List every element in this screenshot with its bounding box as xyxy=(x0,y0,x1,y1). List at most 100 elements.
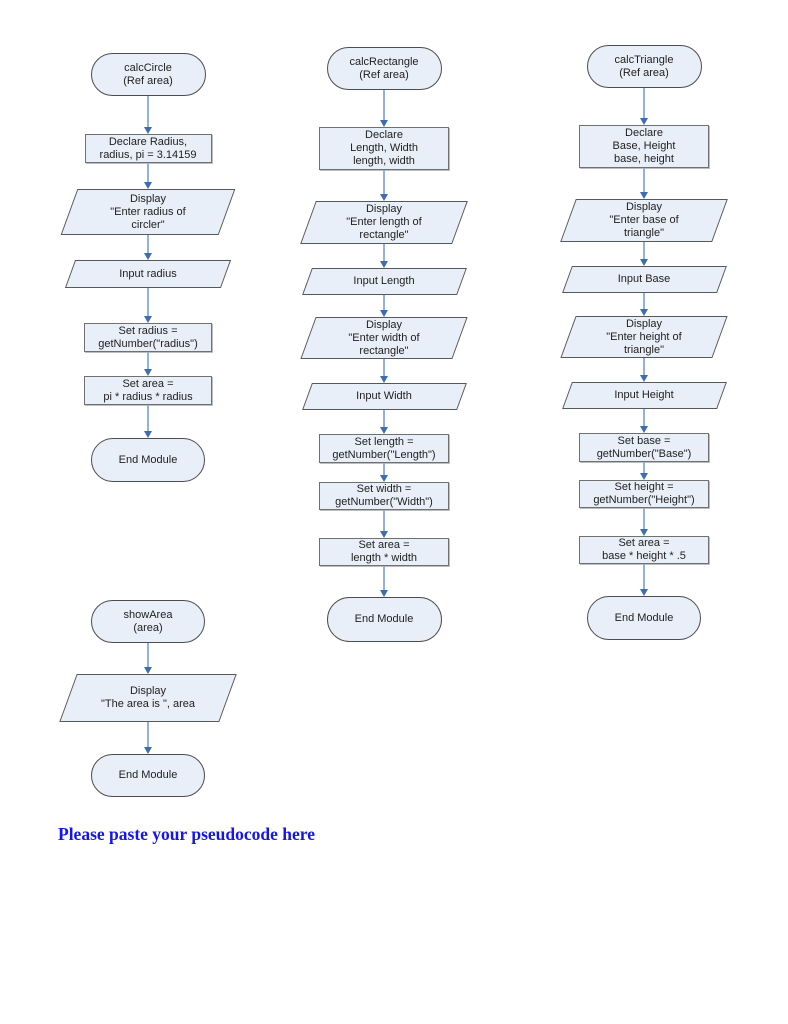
arrow-line xyxy=(147,288,149,321)
node-text-line: Display xyxy=(129,685,167,697)
arrow-head-icon xyxy=(639,118,648,125)
flow-arrow-down xyxy=(639,508,649,536)
node-text: Input Width xyxy=(287,383,482,410)
arrow-head-icon xyxy=(379,427,388,434)
arrow-line xyxy=(383,566,385,595)
node-text-line: Input radius xyxy=(119,267,177,280)
node-text-line: Display xyxy=(625,201,663,213)
arrow-head-icon xyxy=(639,426,648,433)
arrow-head-icon xyxy=(143,747,152,754)
node-text-line: Input Height xyxy=(614,389,674,401)
arrow-line xyxy=(383,410,385,432)
flow-arrow-down xyxy=(379,410,389,434)
calcTriangle-input-height-io: Input Height xyxy=(561,382,727,409)
flow-arrow-down xyxy=(379,510,389,538)
flow-arrow-down xyxy=(143,643,153,674)
node-text: Set height =getNumber("Height") xyxy=(560,481,728,507)
node-text: Set area =base * height * .5 xyxy=(560,537,728,563)
node-text-line: (Ref area) xyxy=(359,68,409,81)
node-text-line: End Module xyxy=(118,453,178,466)
node-text-line: Display xyxy=(129,192,167,205)
node-text-line: "Enter height of xyxy=(606,330,682,343)
flow-arrow-down xyxy=(143,163,153,189)
node-text: End Module xyxy=(568,597,720,639)
calcCircle-set-area-process: Set area =pi * radius * radius xyxy=(84,376,212,405)
flow-arrow-down xyxy=(639,293,649,316)
arrow-head-icon xyxy=(639,529,648,536)
flow-arrow-down xyxy=(639,462,649,480)
node-text-line: base, height xyxy=(614,153,674,165)
calcRectangle-input-width-io: Input Width xyxy=(301,383,467,410)
arrow-line xyxy=(643,88,645,123)
node-text: Set area =length * width xyxy=(300,539,468,565)
node-text-line: (Ref area) xyxy=(619,66,669,79)
node-text-line: End Module xyxy=(614,611,674,624)
arrow-head-icon xyxy=(143,369,152,376)
flow-arrow-down xyxy=(143,722,153,754)
node-text-line: calcRectangle xyxy=(349,55,419,68)
arrow-head-icon xyxy=(379,310,388,317)
node-text-line: radius, pi = 3.14159 xyxy=(99,148,197,161)
flow-arrow-down xyxy=(639,88,649,125)
node-text-line: Set width = xyxy=(356,483,412,495)
node-text-line: rectangle" xyxy=(359,229,409,241)
node-text-line: getNumber("Width") xyxy=(335,496,433,508)
arrow-head-icon xyxy=(379,194,388,201)
arrow-line xyxy=(383,463,385,480)
arrow-line xyxy=(383,295,385,315)
arrow-line xyxy=(383,359,385,381)
arrow-line xyxy=(643,409,645,431)
node-text-line: triangle" xyxy=(624,227,664,239)
flow-arrow-down xyxy=(639,409,649,433)
calcTriangle-start-terminator: calcTriangle(Ref area) xyxy=(586,45,702,88)
arrow-head-icon xyxy=(379,120,388,127)
calcTriangle-end-terminator: End Module xyxy=(587,596,701,640)
arrow-line xyxy=(147,722,149,752)
node-text-line: Declare xyxy=(625,127,663,139)
flow-arrow-down xyxy=(379,359,389,383)
calcCircle-declare-process: Declare Radius,radius, pi = 3.14159 xyxy=(84,134,212,163)
showArea-end-terminator: End Module xyxy=(91,754,205,797)
flow-arrow-down xyxy=(379,90,389,127)
calcCircle-start-terminator: calcCircle(Ref area) xyxy=(90,53,206,96)
calcRectangle-set-length-process: Set length =getNumber("Length") xyxy=(319,434,449,463)
node-text-line: showArea xyxy=(123,608,173,621)
calcCircle-set-radius-process: Set radius =getNumber("radius") xyxy=(84,323,212,352)
flow-arrow-down xyxy=(639,358,649,382)
node-text-line: base * height * .5 xyxy=(602,550,686,562)
node-text: Display"The area is ", area xyxy=(48,674,248,722)
node-text-line: getNumber("Base") xyxy=(596,447,692,460)
showArea-display-area-io: Display"The area is ", area xyxy=(59,674,237,722)
node-text-line: triangle" xyxy=(624,343,664,356)
arrow-head-icon xyxy=(379,531,388,538)
node-text-line: Set area = xyxy=(122,377,174,390)
arrow-head-icon xyxy=(379,475,388,482)
arrow-line xyxy=(147,405,149,436)
arrow-line xyxy=(643,564,645,594)
arrow-line xyxy=(383,510,385,536)
arrow-line xyxy=(643,508,645,534)
node-text-line: Set base = xyxy=(617,434,671,447)
node-text: End Module xyxy=(72,439,224,481)
arrow-head-icon xyxy=(639,589,648,596)
flow-arrow-down xyxy=(639,242,649,266)
flow-arrow-down xyxy=(639,564,649,596)
flow-arrow-down xyxy=(379,566,389,597)
node-text-line: Input Length xyxy=(353,275,415,287)
flow-arrow-down xyxy=(379,463,389,482)
arrow-head-icon xyxy=(639,192,648,199)
node-text: Input Length xyxy=(287,268,482,295)
node-text-line: getNumber("Length") xyxy=(332,448,436,461)
node-text-line: Display xyxy=(365,318,403,331)
node-text: End Module xyxy=(72,755,224,796)
arrow-line xyxy=(643,293,645,314)
calcTriangle-set-height-process: Set height =getNumber("Height") xyxy=(579,480,709,508)
arrow-head-icon xyxy=(639,309,648,316)
